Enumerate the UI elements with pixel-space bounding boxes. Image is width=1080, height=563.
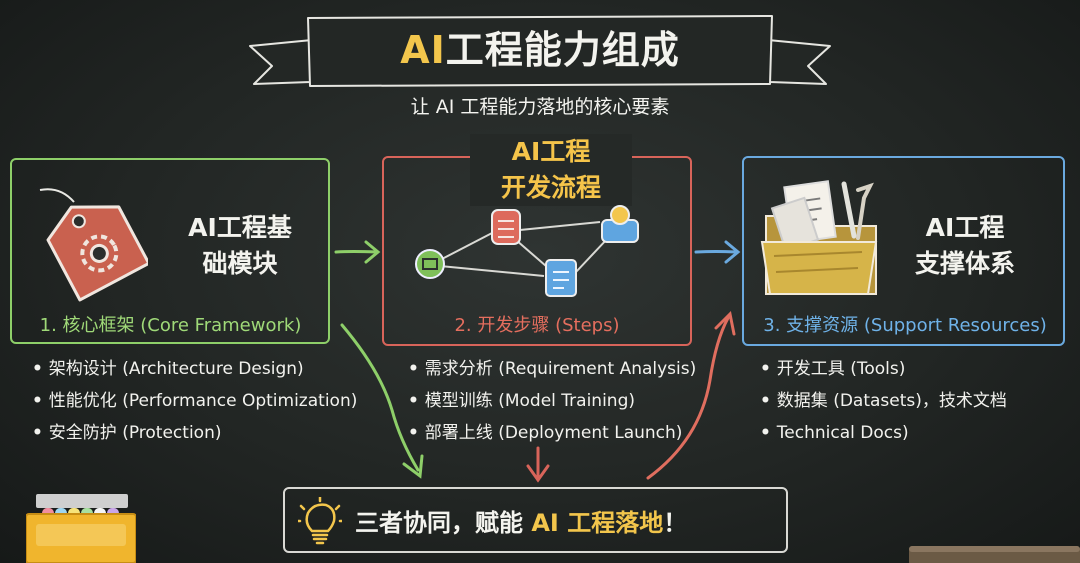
arrow-bottom-to-3 [646, 310, 736, 480]
lightbulb-icon [298, 497, 342, 545]
node-green [415, 249, 445, 279]
node-document [545, 259, 577, 297]
list-item: 模型训练 (Model Training) [408, 385, 696, 417]
node-database [491, 209, 521, 245]
arrow-2-to-3 [694, 240, 741, 264]
list-item: 数据集 (Datasets)，技术文档 [760, 385, 1007, 417]
gear-tag-icon [39, 188, 148, 302]
title-banner [249, 15, 831, 87]
list-item: 架构设计 (Architecture Design) [32, 353, 357, 385]
folder-tools-icon [760, 180, 878, 295]
arrow-2-to-bottom [526, 446, 550, 483]
page-title: AI工程能力组成 [400, 28, 680, 72]
conclusion-text: 三者协同，赋能 AI 工程落地！ [355, 509, 688, 537]
support-resources-list: 开发工具 (Tools) 数据集 (Datasets)，技术文档 Technic… [760, 353, 1007, 449]
chalk-box-icon [26, 494, 136, 563]
module-caption-process: 2. 开发步骤 (Steps) [454, 315, 620, 336]
list-item: 开发工具 (Tools) [760, 353, 1007, 385]
workflow-nodes-icon [415, 205, 639, 297]
module-caption-support: 3. 支撑资源 (Support Resources) [763, 315, 1047, 336]
conclusion-banner [283, 487, 788, 553]
eraser-icon [909, 546, 1080, 563]
arrow-1-to-2 [334, 240, 381, 264]
core-framework-list: 架构设计 (Architecture Design) 性能优化 (Perform… [32, 353, 358, 449]
page-subtitle: 让 AI 工程能力落地的核心要素 [410, 96, 670, 118]
list-item: Technical Docs) [760, 417, 1007, 449]
list-item: 安全防护 (Protection) [32, 417, 357, 449]
node-user [601, 205, 639, 243]
module-box-core-framework [10, 158, 330, 344]
module-box-support [742, 156, 1065, 346]
module-heading-support: AI工程支撑体系 [914, 213, 1015, 278]
arrow-1-to-bottom [340, 323, 424, 479]
dev-steps-list: 需求分析 (Requirement Analysis) 模型训练 (Model … [408, 353, 696, 449]
module-heading-process: AI工程开发流程 [470, 134, 632, 206]
module-heading-core: AI工程基础模块 [188, 213, 292, 278]
list-item: 需求分析 (Requirement Analysis) [408, 353, 696, 385]
module-caption-core: 1. 核心框架 (Core Framework) [39, 315, 302, 336]
list-item: 部署上线 (Deployment Launch) [408, 417, 696, 449]
list-item: 性能优化 (Performance Optimization) [32, 385, 358, 417]
